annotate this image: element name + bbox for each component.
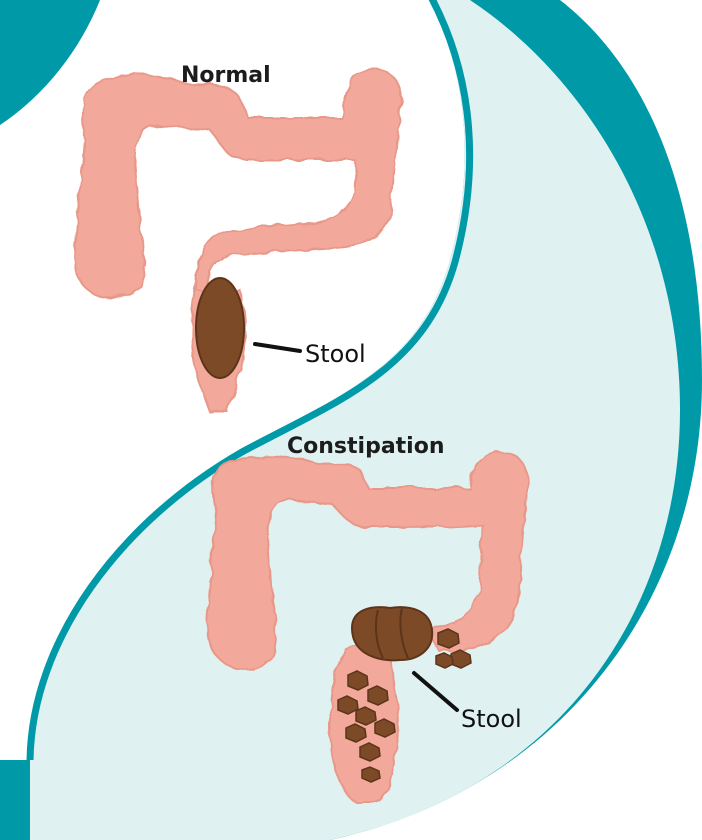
constipation-stool-mass [352, 607, 432, 660]
normal-stool [196, 278, 244, 378]
normal-stool-label: Stool [305, 340, 366, 368]
constipation-title: Constipation [287, 434, 445, 459]
normal-title: Normal [181, 63, 271, 88]
constipation-stool-label: Stool [461, 705, 522, 733]
